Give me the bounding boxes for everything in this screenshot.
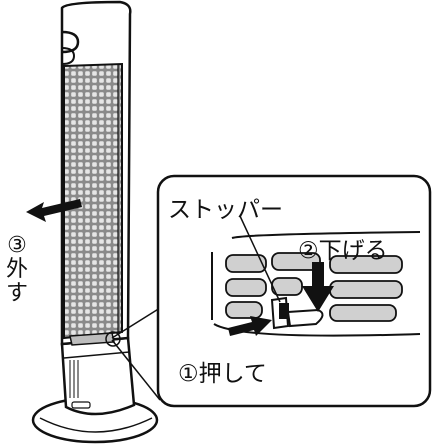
grille-slots [225, 252, 403, 322]
step2-label: ②下げる [298, 238, 388, 264]
step3-label: ③ 外 す [2, 234, 32, 306]
tower-fan [31, 0, 159, 444]
arrow-left-icon [26, 199, 82, 222]
step3-number: ③ [7, 233, 27, 258]
stopper-pointer [239, 215, 281, 303]
stopper-label: ストッパー [168, 197, 283, 223]
step1-label: ①押して [178, 361, 267, 387]
step3-char2: す [5, 281, 28, 306]
detail-callout [156, 174, 432, 408]
step3-char1: 外 [5, 257, 28, 282]
arrow-down-icon [302, 262, 334, 312]
arrow-right-icon [228, 316, 272, 336]
callout-leader [111, 307, 161, 339]
stopper-lever [270, 296, 324, 330]
